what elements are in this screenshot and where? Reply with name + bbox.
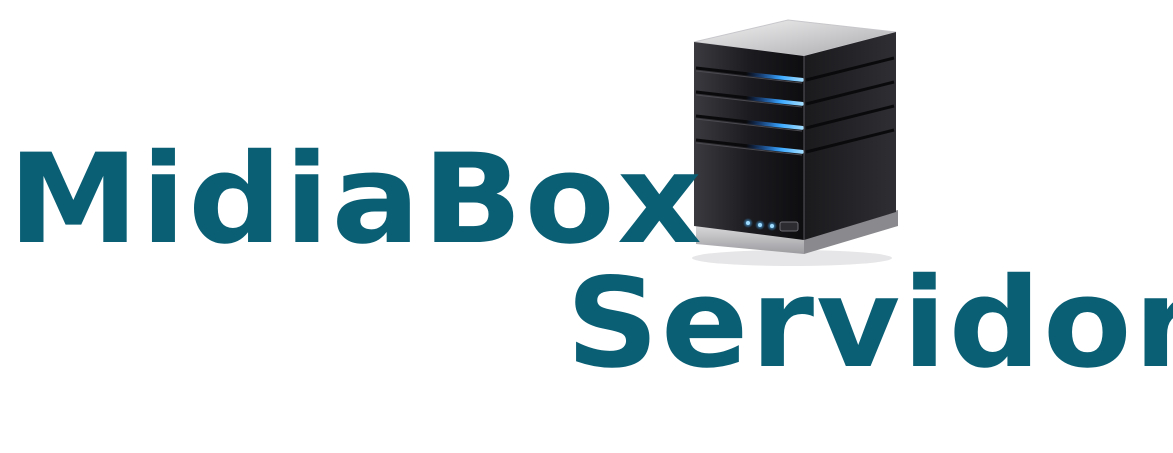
logo-word-servidor: Servidor xyxy=(566,252,1173,396)
logo-word-midiabox: MidiaBox xyxy=(8,128,704,272)
server-tower-icon xyxy=(692,19,898,266)
